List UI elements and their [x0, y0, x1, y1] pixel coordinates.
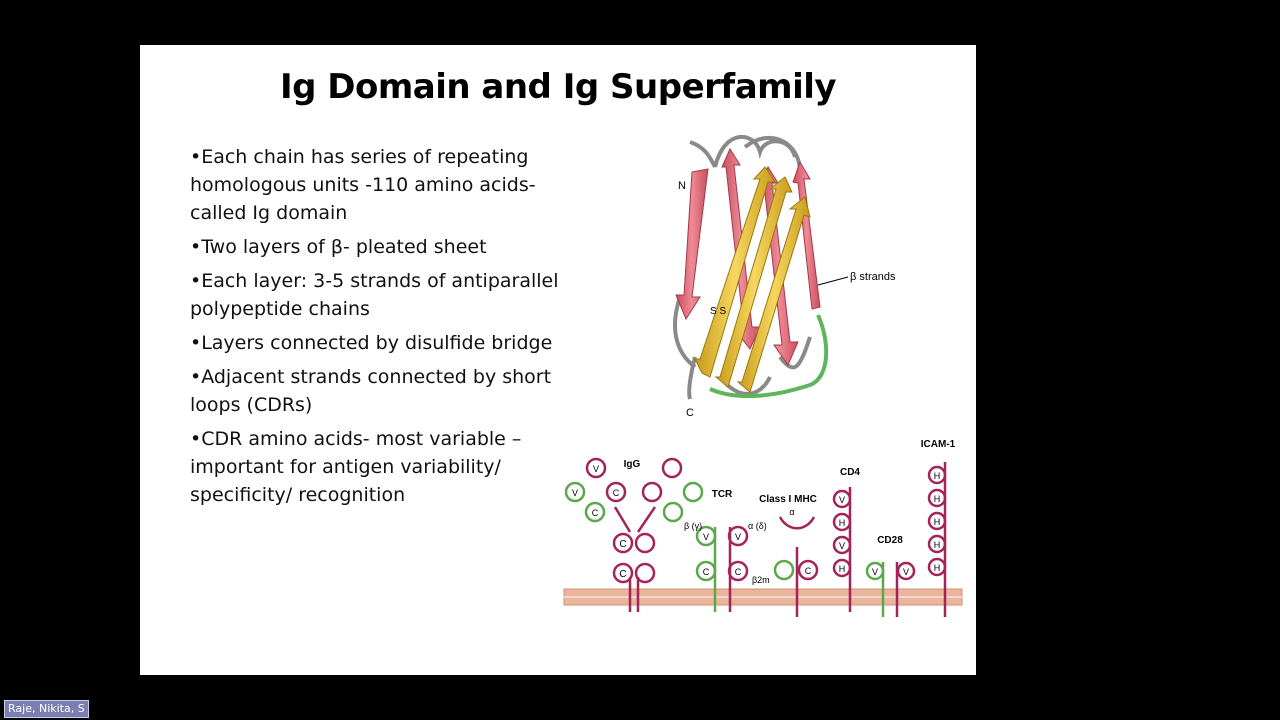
ig-superfamily-figure: C C V C V C IgG V C V C TCR β (γ) α (δ) … — [563, 439, 963, 617]
beta-strands-label: β strands — [850, 271, 896, 283]
bullet-item: •Each layer: 3-5 strands of antiparallel… — [190, 270, 559, 320]
domain-letter: V — [735, 532, 741, 542]
c-terminus-label: C — [686, 407, 694, 419]
beta2m-label: β2m — [752, 575, 770, 585]
domain-letter: C — [619, 569, 626, 580]
domain-letter: C — [592, 508, 599, 518]
bullet-list: •Each chain has series of repeating homo… — [190, 143, 560, 515]
domain-letter: V — [839, 495, 845, 505]
beta-gamma-label: β (γ) — [684, 521, 702, 531]
cd28-molecule — [865, 561, 916, 617]
domain-letter: C — [735, 567, 742, 577]
tcr-label: TCR — [712, 489, 733, 500]
cd28-label: CD28 — [877, 535, 903, 546]
bullet-item: •Each chain has series of repeating homo… — [190, 146, 536, 224]
domain-letter: V — [572, 488, 578, 498]
domain-letter: H — [934, 471, 941, 481]
n-terminus-label: N — [678, 180, 686, 192]
mhc-label: Class I MHC — [759, 494, 817, 505]
domain-letter: V — [593, 464, 599, 474]
domain-letter: H — [839, 518, 846, 528]
domain-letter: V — [872, 567, 878, 577]
igg-label: IgG — [624, 459, 641, 470]
slide-title: Ig Domain and Ig Superfamily — [279, 67, 837, 107]
slide: Ig Domain and Ig Superfamily •Each chain… — [140, 45, 976, 675]
bullet-item: •CDR amino acids- most variable –importa… — [190, 428, 522, 506]
domain-letter: C — [619, 539, 626, 550]
bullet-item: •Two layers of β- pleated sheet — [190, 236, 487, 258]
domain-letter: H — [934, 494, 941, 504]
domain-letter: V — [839, 541, 845, 551]
tcr-molecule — [695, 525, 749, 612]
alpha-label: α — [789, 507, 794, 517]
mhc-molecule — [773, 516, 819, 617]
disulfide-label: S S — [710, 306, 726, 317]
icam1-label: ICAM-1 — [921, 439, 956, 450]
alpha-delta-label: α (δ) — [748, 521, 767, 531]
domain-letter: H — [934, 517, 941, 527]
domain-letter: C — [805, 566, 812, 576]
bullet-item: •Adjacent strands connected by short loo… — [190, 366, 552, 416]
ig-domain-figure: N C β strands S S — [673, 135, 896, 419]
participant-name-tag: Raje, Nikita, S — [4, 700, 89, 718]
igg-molecule — [564, 457, 704, 612]
domain-letter: V — [903, 567, 909, 577]
domain-letter: H — [934, 563, 941, 573]
domain-letter: C — [703, 567, 710, 577]
domain-letter: H — [839, 564, 846, 574]
bullet-item: •Layers connected by disulfide bridge — [190, 332, 553, 354]
cd4-molecule — [832, 487, 852, 612]
icam1-molecule — [927, 462, 947, 617]
domain-letter: V — [703, 532, 709, 542]
domain-letter: H — [934, 540, 941, 550]
domain-letter: C — [613, 488, 620, 498]
cd4-label: CD4 — [840, 467, 860, 478]
